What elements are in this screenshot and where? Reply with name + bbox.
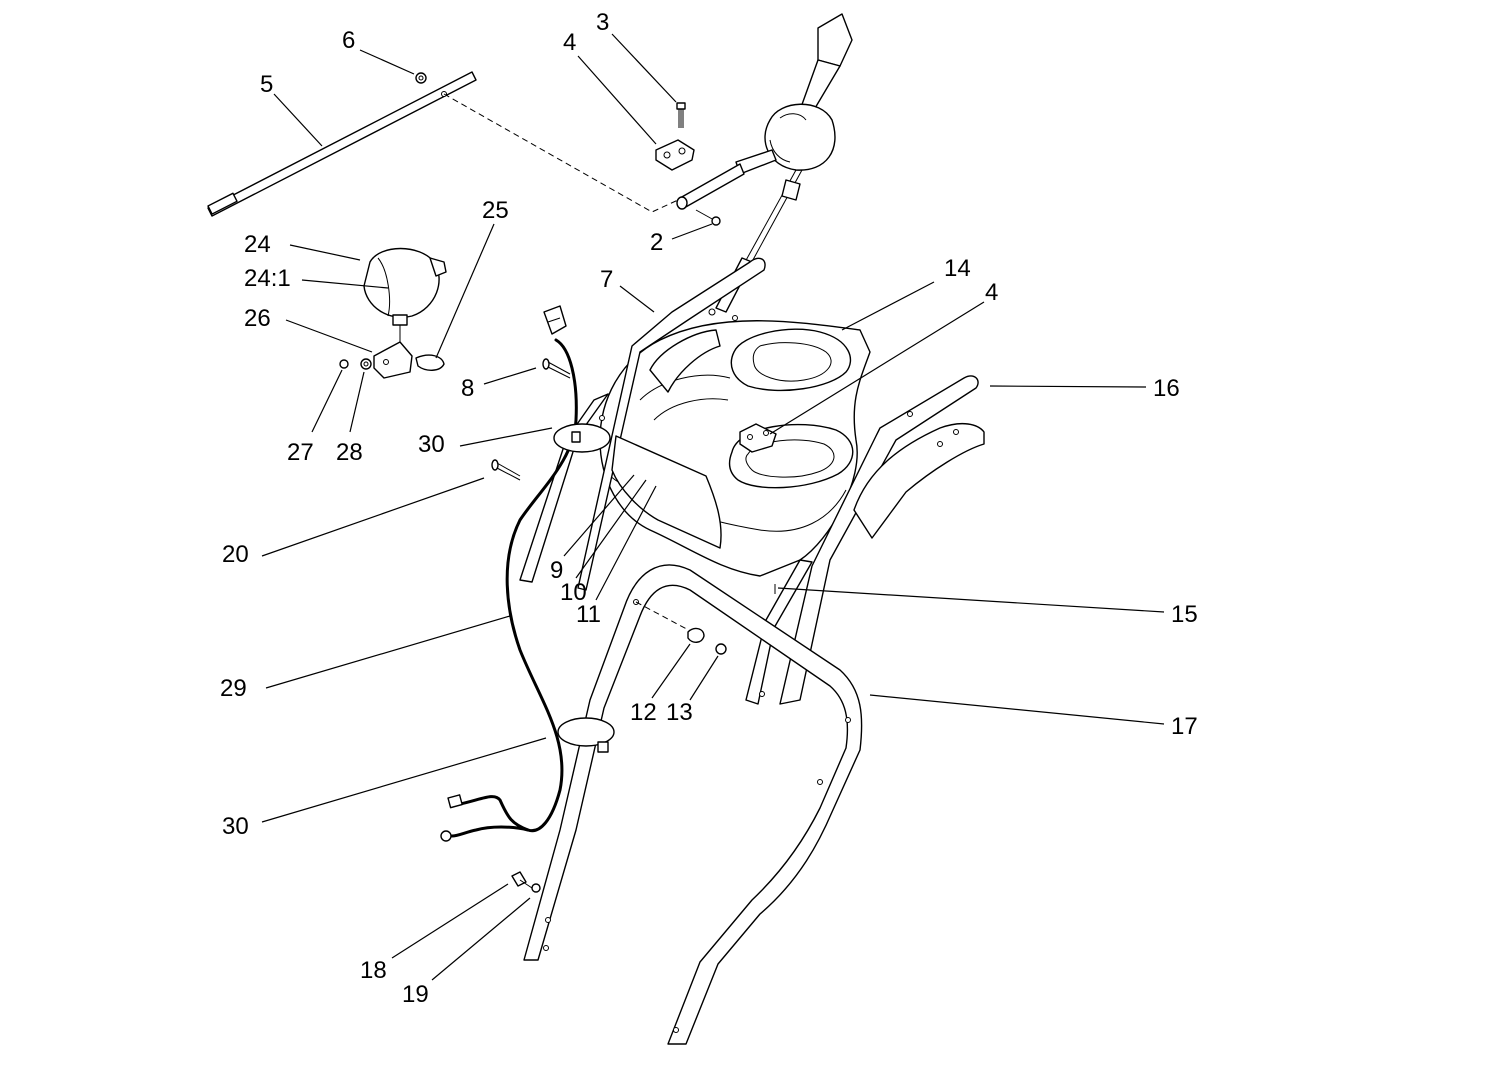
callout-4-upper: 4 [563, 29, 576, 56]
leader-24 [289, 244, 361, 261]
callout-5: 5 [260, 71, 273, 98]
leader-10 [575, 479, 647, 579]
part-24-headlight [363, 247, 447, 348]
callout-27: 27 [287, 439, 314, 466]
callout-20: 20 [222, 541, 249, 568]
leader-30b [261, 737, 547, 823]
callout-6: 6 [342, 27, 355, 54]
part-4-bracket-lower [739, 423, 777, 453]
part-20-bolt [491, 459, 521, 481]
callout-16: 16 [1153, 375, 1180, 402]
part-17-lower-handle [523, 564, 863, 1045]
leader-8 [483, 367, 537, 385]
leader-25 [435, 223, 495, 359]
leader-5 [273, 93, 323, 147]
callout-14: 14 [944, 255, 971, 282]
leader-19 [431, 897, 531, 981]
callout-3: 3 [596, 9, 609, 36]
leader-28 [349, 371, 365, 433]
callout-29: 29 [220, 675, 247, 702]
part-27-nut [339, 359, 349, 369]
leader-7 [619, 285, 655, 313]
callout-4-lower: 4 [985, 279, 998, 306]
leader-4a [577, 55, 657, 145]
leader-16 [989, 385, 1147, 388]
callout-8: 8 [461, 375, 474, 402]
part-13-nut [715, 643, 727, 655]
leader-30a [459, 427, 553, 447]
callout-9: 9 [550, 557, 563, 584]
callout-labels: 2 3 4 4 5 6 7 8 9 10 11 12 13 14 15 16 1… [220, 9, 1198, 1008]
part-26-light-bracket [373, 341, 413, 379]
part-8-bolt [542, 358, 571, 379]
leader-lines [261, 33, 1165, 981]
callout-25: 25 [482, 197, 509, 224]
callout-28: 28 [336, 439, 363, 466]
callout-12: 12 [630, 699, 657, 726]
leader-4b [769, 301, 985, 435]
part-19-washer [531, 883, 541, 893]
callout-11: 11 [576, 601, 601, 628]
callout-19: 19 [402, 981, 429, 1008]
part-28-washer [360, 358, 372, 370]
leader-26 [285, 319, 373, 353]
assembly-line-5 [443, 93, 679, 213]
part-4-bracket-upper [655, 139, 695, 171]
callout-30-lower: 30 [222, 813, 249, 840]
callout-10: 10 [560, 579, 587, 606]
leader-3 [611, 33, 677, 103]
assembly-line-12 [635, 601, 697, 635]
part-7-left-handle-tube [519, 257, 766, 591]
part-25-clip [415, 354, 445, 371]
callout-2: 2 [650, 229, 663, 256]
callout-24: 24 [244, 231, 271, 258]
callout-7: 7 [600, 266, 613, 293]
part-18-bolt [511, 871, 533, 889]
leader-9 [563, 474, 635, 557]
part-2-pin [695, 209, 721, 226]
leader-11 [595, 485, 657, 601]
part-6-nut [415, 72, 427, 84]
leader-12 [651, 643, 691, 699]
callout-18: 18 [360, 957, 387, 984]
leader-14 [841, 281, 935, 331]
leader-2 [671, 223, 713, 240]
part-12-washer [687, 627, 705, 643]
leader-6 [359, 49, 415, 75]
callout-17: 17 [1171, 713, 1198, 740]
leader-18 [391, 883, 509, 959]
callout-26: 26 [244, 305, 271, 332]
part-5-rod [207, 71, 477, 217]
part-30-cable-tie-upper [553, 423, 611, 453]
part-3-bolt [676, 102, 686, 128]
leader-17 [869, 694, 1165, 725]
part-16-right-handle-tube [745, 375, 985, 705]
part-30-cable-tie-lower [557, 717, 615, 753]
leader-20 [261, 477, 485, 557]
leader-24-1 [301, 279, 389, 289]
callout-30-upper: 30 [418, 431, 445, 458]
leader-27 [311, 369, 343, 433]
callout-15: 15 [1171, 601, 1198, 628]
dash-mount-plate [611, 435, 722, 549]
leader-15 [777, 587, 1165, 613]
callout-24-1: 24:1 [244, 265, 291, 292]
callout-13: 13 [666, 699, 693, 726]
leader-29 [265, 615, 511, 689]
leader-13 [689, 655, 719, 701]
